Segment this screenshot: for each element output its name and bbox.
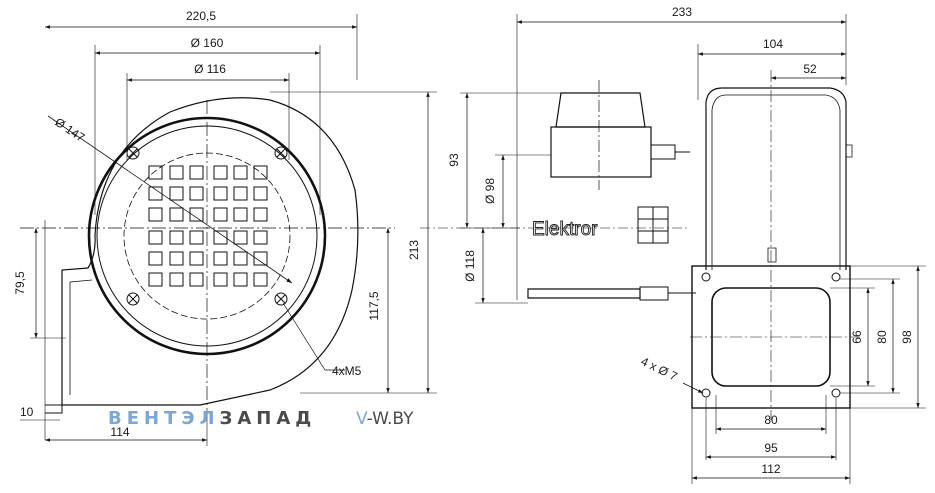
grille-slot (189, 251, 204, 266)
dim-d116: Ø 116 (194, 62, 226, 76)
grille-slot (148, 186, 163, 201)
watermark-site: V-W.BY (356, 409, 414, 429)
dim-104: 104 (763, 37, 783, 51)
dim-screws: 4xM5 (332, 364, 362, 378)
grille-slot (169, 251, 184, 266)
grille-slot (233, 251, 248, 266)
side-view (420, 14, 926, 484)
brand-logo-grid (637, 206, 669, 244)
grille-slot (148, 165, 163, 180)
dim-66: 66 (850, 330, 864, 344)
dim-112: 112 (761, 462, 780, 476)
watermark-site-rest: -W.BY (367, 409, 414, 429)
grille-slot (233, 165, 248, 180)
screw-hole-top-right (274, 146, 288, 160)
watermark-part1: ВЕНТЭЛ (108, 408, 220, 429)
dim-52: 52 (803, 62, 817, 76)
dim-d147: Ø 147 (52, 115, 87, 145)
dim-d118: Ø 118 (463, 250, 477, 282)
dim-95: 95 (764, 441, 778, 455)
motor-body (550, 126, 652, 178)
brand-label: Elektror (532, 219, 598, 240)
grille-slot (169, 272, 184, 287)
grille-slot (169, 230, 184, 245)
watermark: ВЕНТЭЛЗАПАД V-W.BY (108, 408, 414, 429)
watermark-text: ВЕНТЭЛЗАПАД (108, 408, 316, 429)
grille-slot (189, 165, 204, 180)
connector (639, 286, 669, 301)
grille-slot (213, 230, 228, 245)
dim-80-vertical: 80 (875, 330, 889, 344)
grille-slot (189, 272, 204, 287)
grille-slot (253, 186, 268, 201)
grille-slot (148, 207, 163, 222)
dim-79: 79,5 (13, 271, 27, 295)
outlet-lower (45, 404, 63, 414)
grille-slot (169, 207, 184, 222)
housing-inner-line (69, 279, 93, 395)
grille-slot (169, 165, 184, 180)
watermark-site-v: V (356, 409, 368, 429)
flange-hole-tl (701, 272, 711, 282)
front-view (20, 14, 437, 446)
flange-hole-bl (701, 388, 711, 398)
grille-slot (189, 207, 204, 222)
flange-hole-tr (831, 272, 841, 282)
flange-hole-br (831, 388, 841, 398)
cable-gland (650, 144, 676, 160)
grille-slot (148, 272, 163, 287)
grille-slot (253, 230, 268, 245)
screw-hole-bottom-right (274, 292, 288, 306)
screw-hole-bottom-left (126, 292, 140, 306)
dim-d98: Ø 98 (483, 178, 497, 204)
dim-80-horizontal: 80 (764, 413, 778, 427)
grille-slot (253, 272, 268, 287)
dim-98: 98 (900, 330, 914, 344)
grille-slot (189, 186, 204, 201)
grille-slot (233, 207, 248, 222)
inlet-rail (527, 288, 641, 299)
grille-slot (253, 251, 268, 266)
dim-114: 114 (110, 425, 129, 439)
dim-holes: 4 x Ø 7 (639, 354, 680, 384)
grille-slot (253, 207, 268, 222)
grille-slot (148, 230, 163, 245)
grille-slot (213, 186, 228, 201)
dim-233: 233 (672, 5, 692, 19)
grille-slot (169, 186, 184, 201)
grille-slot (233, 230, 248, 245)
grille-slot (213, 272, 228, 287)
dim-93: 93 (447, 153, 461, 167)
dim-height: 213 (407, 240, 421, 260)
grille-slot (213, 165, 228, 180)
dim-10: 10 (20, 405, 34, 419)
housing-side-outline (705, 87, 847, 270)
grille-slot (148, 251, 163, 266)
screw-holes (126, 146, 288, 306)
dim-117: 117,5 (367, 291, 381, 320)
watermark-part2: ЗАПАД (220, 408, 317, 429)
grille-slot (233, 272, 248, 287)
dim-width: 220,5 (186, 9, 216, 23)
dim-d160: Ø 160 (191, 36, 224, 50)
air-grille (148, 165, 268, 287)
grille-slot (233, 186, 248, 201)
grille-slot (213, 207, 228, 222)
motor-top-block (555, 92, 646, 128)
grille-slot (213, 251, 228, 266)
housing-scroll (61, 97, 359, 406)
grille-slot (253, 165, 268, 180)
grille-slot (189, 230, 204, 245)
